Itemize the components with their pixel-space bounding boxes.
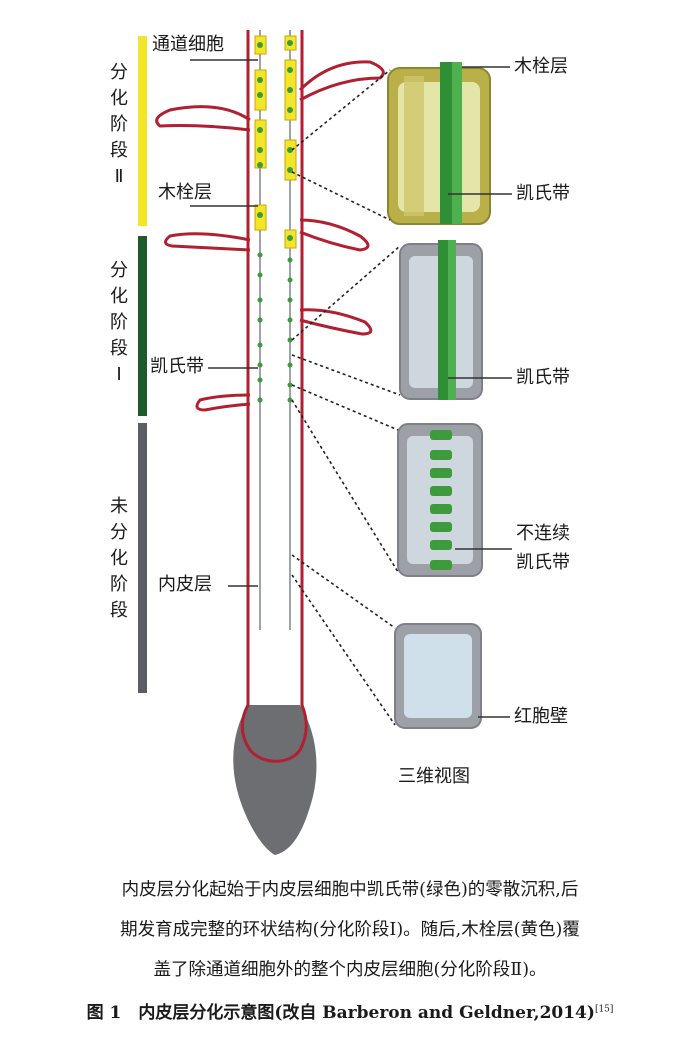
stage-bar-2 bbox=[138, 36, 147, 226]
passage-cell-label: 通道细胞 bbox=[152, 34, 224, 55]
caption-line-3: 盖了除通道细胞外的整个内皮层细胞(分化阶段Ⅱ)。 bbox=[153, 960, 547, 980]
primary-wall-label: 红胞壁 bbox=[514, 706, 568, 727]
root-hair-4 bbox=[164, 232, 251, 252]
casparian-label-right-2: 凯氏带 bbox=[516, 367, 570, 388]
suberin-label-left: 木栓层 bbox=[158, 182, 212, 203]
casparian-label-left: 凯氏带 bbox=[150, 356, 204, 377]
undiff-stage-label: 未分化阶段 bbox=[110, 496, 128, 621]
figure-ref: [15] bbox=[594, 1004, 614, 1015]
caption-line-2: 期发育成完整的环状结构(分化阶段Ⅰ)。随后,木栓层(黄色)覆 bbox=[120, 920, 580, 940]
endodermis-label: 内皮层 bbox=[158, 574, 212, 595]
box-discontinuous bbox=[397, 423, 483, 577]
box-suberin bbox=[387, 62, 491, 225]
suberin-cell bbox=[254, 69, 267, 111]
root-hair-6 bbox=[195, 393, 251, 412]
stage-2-label: 分化阶段Ⅱ bbox=[110, 62, 128, 187]
root-outline bbox=[240, 30, 308, 763]
root-hair-1 bbox=[155, 105, 251, 132]
stage-bar-1 bbox=[138, 236, 147, 416]
root-hair-5 bbox=[299, 308, 373, 336]
suberin-cell bbox=[254, 119, 267, 169]
figure-title-text: 图 1 内皮层分化示意图(改自 Barberon and Geldner,201… bbox=[86, 1003, 595, 1023]
three-d-view-label: 三维视图 bbox=[398, 766, 470, 787]
stage-1-label: 分化阶段Ⅰ bbox=[110, 260, 128, 385]
suberin-cell bbox=[284, 139, 297, 181]
box-casparian bbox=[399, 240, 483, 400]
stage-bar-undiff bbox=[138, 423, 147, 693]
root-hair-2 bbox=[298, 60, 385, 102]
casparian-label-right-1: 凯氏带 bbox=[516, 183, 570, 204]
root-hair-3 bbox=[299, 218, 370, 252]
discontinuous-label-line1: 不连续 bbox=[516, 523, 570, 544]
endodermis-diagram bbox=[138, 30, 512, 855]
caption-line-1: 内皮层分化起始于内皮层细胞中凯氏带(绿色)的零散沉积,后 bbox=[121, 880, 579, 900]
suberin-label-right: 木栓层 bbox=[514, 56, 568, 77]
discontinuous-label-line2: 凯氏带 bbox=[516, 552, 570, 573]
root-cap bbox=[233, 705, 317, 855]
box-primary-wall bbox=[394, 623, 482, 729]
figure-title: 图 1 内皮层分化示意图(改自 Barberon and Geldner,201… bbox=[0, 998, 700, 1023]
